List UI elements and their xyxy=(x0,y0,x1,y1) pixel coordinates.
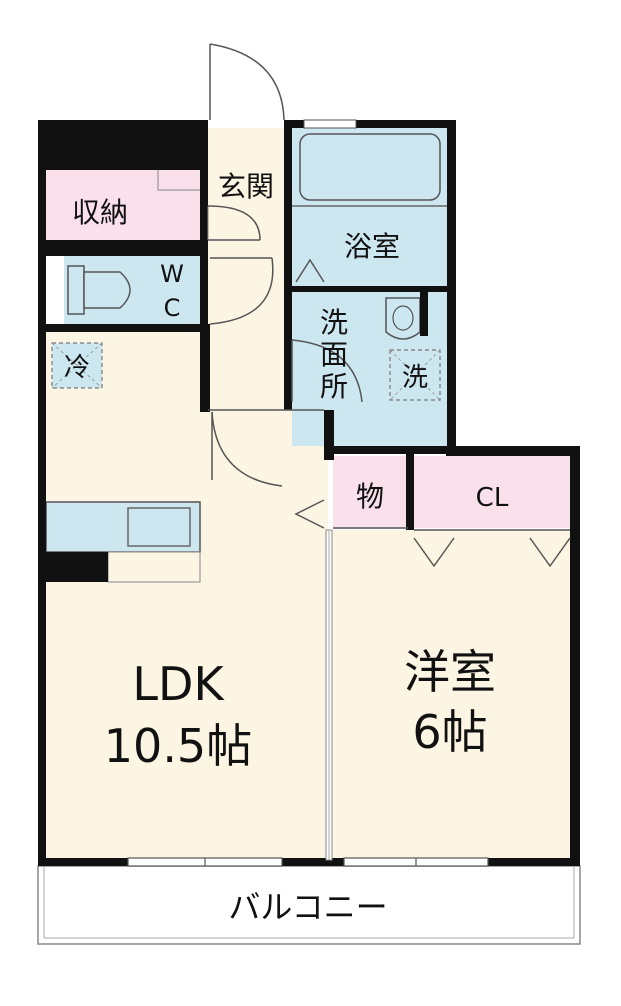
ldk-door[interactable] xyxy=(211,411,283,487)
closet-door[interactable] xyxy=(294,499,325,529)
western-floor xyxy=(330,530,570,860)
cl-floor xyxy=(414,456,570,528)
cl-label: CL xyxy=(476,483,509,513)
fridge-label: 冷 xyxy=(64,353,90,383)
bath-door[interactable] xyxy=(295,258,325,283)
entrance-label: 玄関 xyxy=(218,170,274,203)
hall-floor xyxy=(208,128,290,410)
washer-space xyxy=(389,349,441,401)
storage-label: 収納 xyxy=(72,196,128,229)
closet-floor xyxy=(333,456,408,528)
western-name-label: 洋室 xyxy=(404,645,496,699)
sink-basin xyxy=(127,507,191,547)
washroom-label-2: 面 xyxy=(320,338,348,371)
washroom-label-3: 所 xyxy=(320,370,348,403)
wc-door[interactable] xyxy=(209,257,274,325)
ldk-size-label: 10.5帖 xyxy=(104,719,252,773)
western-size-label: 6帖 xyxy=(412,705,487,759)
toilet-icon xyxy=(67,265,131,315)
washroom-label-1: 洗 xyxy=(320,306,348,339)
storage-door[interactable] xyxy=(157,170,200,191)
washroom-door[interactable] xyxy=(291,339,363,403)
balcony-area xyxy=(37,865,581,945)
washer-label: 洗 xyxy=(402,363,428,393)
bath-label: 浴室 xyxy=(344,230,400,263)
closet-label: 物 xyxy=(356,480,384,513)
storage-floor xyxy=(46,170,204,240)
hall-door[interactable] xyxy=(207,205,261,241)
wc-label-w: W xyxy=(160,260,184,288)
wc-label-c: C xyxy=(164,294,181,322)
cl-doors[interactable] xyxy=(413,537,571,568)
walls xyxy=(38,120,580,866)
entrance-door[interactable] xyxy=(209,43,285,121)
balcony-label: バルコニー xyxy=(228,888,387,926)
wash-basin-icon xyxy=(385,297,421,340)
window-bath xyxy=(303,119,357,129)
ldk-name-label: LDK xyxy=(132,657,225,711)
bathtub xyxy=(299,133,441,201)
ldk-floor xyxy=(46,330,328,860)
counter-front xyxy=(107,551,201,583)
